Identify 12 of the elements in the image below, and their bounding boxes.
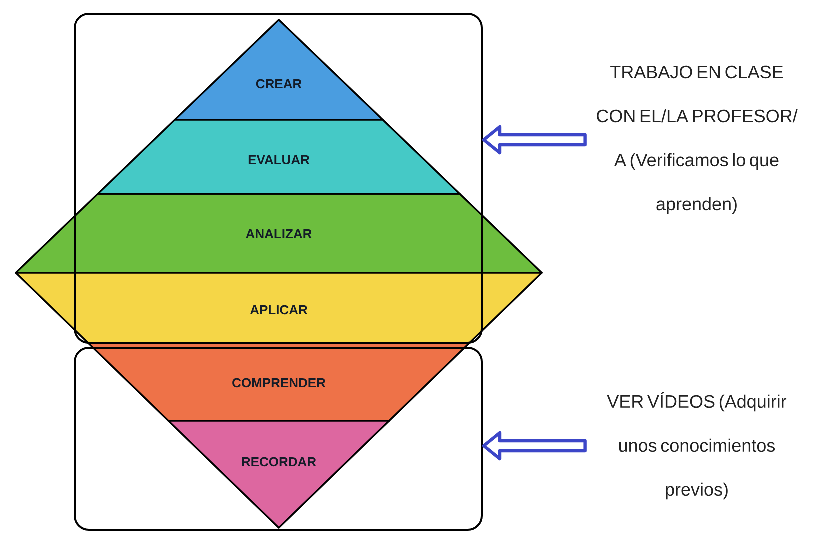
- pyramid-layer: CREAR: [174, 19, 384, 121]
- block-arrow: [482, 125, 587, 155]
- pyramid-layer: EVALUAR: [97, 119, 461, 195]
- side-note: TRABAJO EN CLASE CON EL/LA PROFESOR/ A (Verificamos lo que aprenden): [597, 66, 798, 214]
- pyramid-layer: RECORDAR: [168, 420, 390, 529]
- block-arrow: [482, 431, 587, 461]
- pyramid-layer: APLICAR: [15, 272, 543, 344]
- pyramid-layer: ANALIZAR: [15, 193, 543, 274]
- rounded-frame: [74, 347, 483, 531]
- rounded-frame: [74, 13, 483, 344]
- side-note: VER VÍDEOS (Adquirir unos conocimientos previos): [607, 392, 787, 500]
- pyramid-layer: COMPRENDER: [87, 342, 471, 422]
